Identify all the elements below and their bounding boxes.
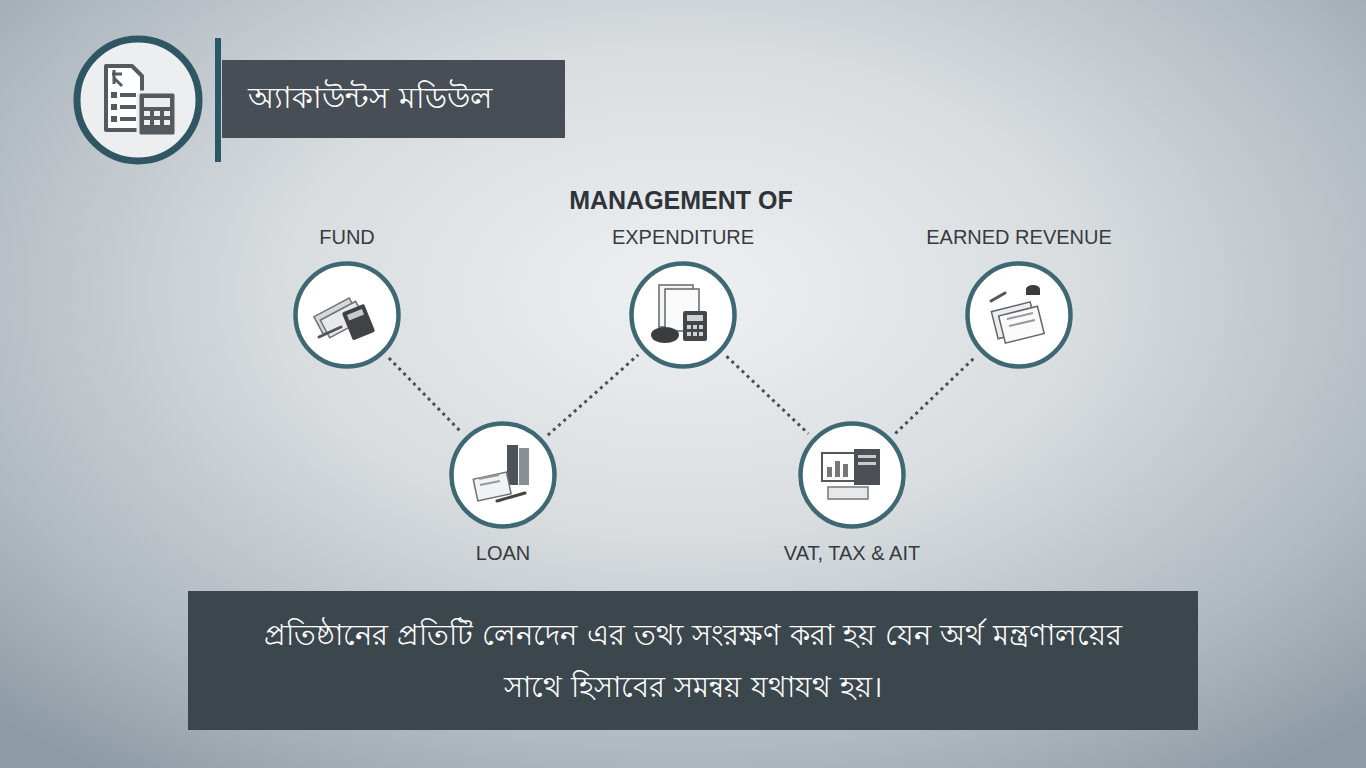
pen xyxy=(991,293,1005,301)
topic-circle: LOAN xyxy=(449,421,557,565)
document-line xyxy=(1007,313,1033,319)
node-disc xyxy=(632,264,734,366)
loan-icon xyxy=(473,445,529,501)
circle-outline-svg xyxy=(449,421,557,529)
tablet-line xyxy=(858,455,876,458)
node-disc xyxy=(801,424,903,526)
node-disc xyxy=(452,424,554,526)
caption-accents xyxy=(188,591,1198,730)
caption-box: প্রতিষ্ঠানের প্রতিটি লেনদেন এর তথ্য সংরক… xyxy=(188,591,1198,730)
circle-outline-svg xyxy=(798,421,906,529)
doc-row xyxy=(111,104,117,110)
caption-text: প্রতিষ্ঠানের প্রতিটি লেনদেন এর তথ্য সংরক… xyxy=(253,609,1133,713)
circle-border xyxy=(632,264,735,367)
chart-bar xyxy=(835,461,840,477)
diagram-heading: MANAGEMENT OF xyxy=(569,186,793,215)
circle-outline xyxy=(629,261,737,369)
dotted-connector xyxy=(548,355,638,435)
circle-outline-svg xyxy=(293,261,401,369)
topic-label: LOAN xyxy=(474,541,532,565)
document-line xyxy=(1009,320,1035,326)
currency-mark xyxy=(112,70,122,86)
doc-row xyxy=(120,117,136,121)
icon-ring xyxy=(77,39,199,161)
topic-label: VAT, TAX & AIT xyxy=(782,541,922,565)
dotted-connector xyxy=(727,356,809,434)
topic-label: EXPENDITURE xyxy=(610,225,756,249)
circle-border xyxy=(296,264,399,367)
chart-screen xyxy=(822,453,858,481)
chart-bar xyxy=(843,464,848,477)
node-disc xyxy=(968,264,1070,366)
topic-circle: FUND xyxy=(293,225,401,369)
doc-row xyxy=(120,93,136,97)
keyboard xyxy=(828,487,868,499)
calculator-shape xyxy=(683,311,707,341)
topic-label: FUND xyxy=(317,225,377,249)
title-text: অ্যাকাউন্টস মডিউল xyxy=(248,74,492,125)
dotted-connector xyxy=(389,358,461,432)
paper-line xyxy=(479,475,499,479)
module-icon xyxy=(77,39,199,161)
vat-icon xyxy=(822,449,880,499)
calculator-screen xyxy=(347,309,364,321)
chart-bar xyxy=(827,467,832,477)
pen xyxy=(319,327,341,337)
calculator-keys xyxy=(144,111,170,125)
circle-border xyxy=(452,424,555,527)
calculator-shape xyxy=(342,304,375,341)
paper xyxy=(473,472,511,501)
node-discs xyxy=(296,264,1070,526)
accent-bar xyxy=(215,38,221,162)
doc-row xyxy=(120,105,136,109)
coin-stack xyxy=(651,327,679,343)
coin xyxy=(1026,289,1040,295)
circle-outline xyxy=(449,421,557,529)
tablet xyxy=(854,449,880,485)
circle-outline-svg xyxy=(629,261,737,369)
topic-circle: EARNED REVENUE xyxy=(924,225,1114,369)
binder xyxy=(519,448,529,485)
node-disc xyxy=(296,264,398,366)
document xyxy=(999,306,1045,343)
calculator-shape xyxy=(138,92,176,136)
pen xyxy=(497,493,525,501)
calculator-screen xyxy=(144,98,170,107)
circle-border xyxy=(801,424,904,527)
topic-circle: EXPENDITURE xyxy=(610,225,756,369)
calculator-keys xyxy=(687,325,703,336)
doc-row xyxy=(111,116,117,122)
title-banner: অ্যাকাউন্টস মডিউল xyxy=(222,60,565,138)
circle-outline xyxy=(293,261,401,369)
circle-outline xyxy=(798,421,906,529)
paper-line xyxy=(480,481,500,485)
dotted-connector xyxy=(895,357,975,434)
tablet-line xyxy=(858,462,876,465)
doc-row xyxy=(111,92,117,98)
circle-border xyxy=(968,264,1071,367)
topic-label: EARNED REVENUE xyxy=(924,225,1114,249)
topic-circle: VAT, TAX & AIT xyxy=(782,421,922,565)
expenditure-icon xyxy=(651,285,707,343)
circle-outline xyxy=(965,261,1073,369)
fund-icon xyxy=(314,298,375,341)
circle-outline-svg xyxy=(965,261,1073,369)
revenue-icon xyxy=(991,285,1044,343)
calculator-screen xyxy=(687,315,703,321)
